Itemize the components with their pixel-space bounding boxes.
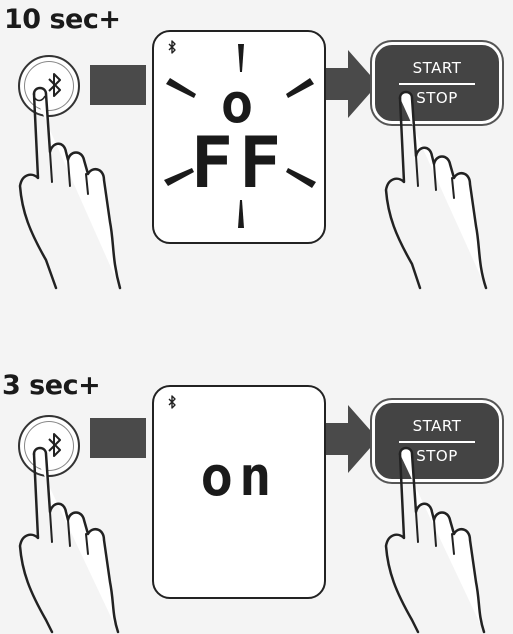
step-turn-off: 10 sec+ o FF ST (0, 0, 513, 290)
start-label: START (375, 59, 499, 77)
lcd-display: o FF (152, 30, 326, 244)
pointing-hand-icon (378, 86, 508, 290)
connector-bar (90, 418, 146, 458)
duration-label: 10 sec+ (4, 6, 120, 33)
display-text-on: on (154, 445, 324, 508)
connector-bar (90, 65, 146, 105)
start-stop-divider (399, 83, 475, 85)
lcd-display: on (152, 385, 326, 599)
blink-ray-icons (154, 32, 328, 246)
step-turn-on: 3 sec+ on START STOP (0, 360, 513, 634)
arrow-right-icon (326, 50, 378, 118)
pointing-hand-icon (378, 442, 508, 634)
start-label: START (375, 417, 499, 435)
pointing-hand-icon (12, 442, 142, 634)
bluetooth-icon (168, 395, 176, 409)
arrow-right-icon (326, 405, 378, 473)
duration-label: 3 sec+ (2, 372, 100, 399)
pointing-hand-icon (12, 82, 142, 290)
